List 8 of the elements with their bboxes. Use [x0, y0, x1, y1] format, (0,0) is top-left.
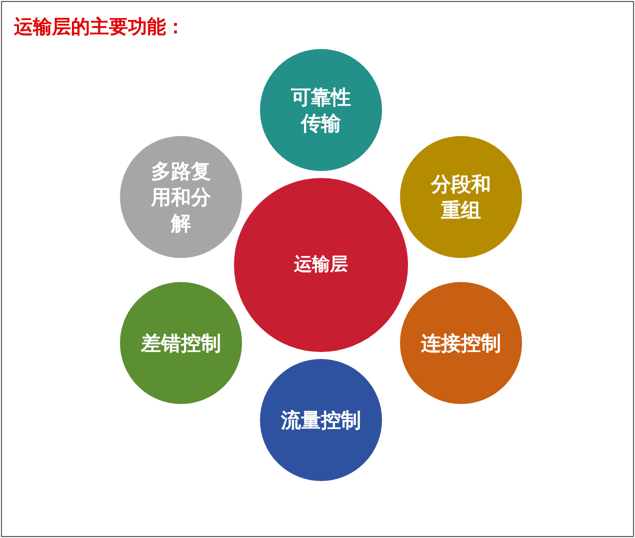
circle-label: 分段和重组	[430, 171, 492, 223]
circle-label: 流量控制	[281, 407, 361, 433]
circle-label: 可靠性传输	[290, 84, 352, 136]
circle-label: 连接控制	[421, 330, 501, 356]
circle-label: 差错控制	[141, 330, 221, 356]
title: 运输层的主要功能：	[14, 15, 185, 40]
circle-label: 运输层	[294, 253, 348, 277]
circle-label: 多路复用和分解	[150, 158, 212, 236]
